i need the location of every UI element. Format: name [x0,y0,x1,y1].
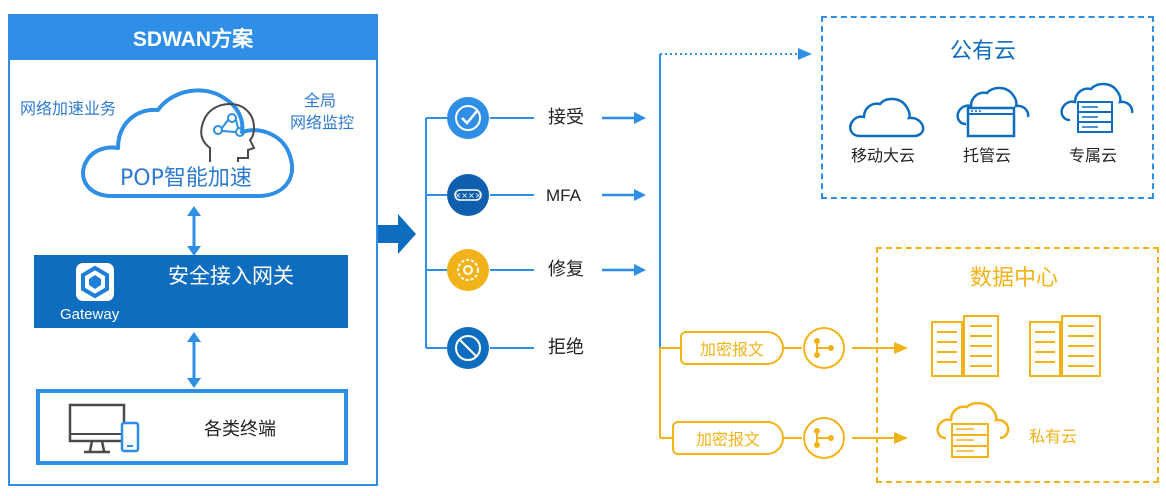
server-cloud-icon [1060,82,1134,133]
ai-head-icon [200,102,256,162]
password-dots-icon: ×××× [447,174,489,216]
encrypted-message-label: 加密报文 [695,430,760,449]
data-center-title: 数据中心 [970,266,1059,291]
global-monitor-label-line1: 全局 [304,91,337,110]
private-cloud-server-icon [936,402,1010,458]
security-gateway: Gateway 安全接入网关 [34,255,348,328]
check-circle-icon [447,97,489,139]
private-cloud-label: 私有云 [1029,427,1078,446]
double-arrow-icon [187,332,201,388]
terminals-box: 各类终端 [36,389,348,465]
pop-acceleration-label: POP智能加速 [120,166,252,191]
double-arrow-icon [187,206,201,256]
sdwan-panel: SDWAN方案 [8,14,378,486]
encrypted-message-pill: 加密报文 [672,421,784,455]
pop-cloud-icon [81,88,294,198]
server-rack-icon [931,315,999,377]
gateway-logo-icon [76,263,114,301]
share-nodes-icon [803,327,845,369]
monitor-phone-icon [68,403,140,454]
block-icon [447,327,489,369]
action-accept-label: 接受 [548,107,584,128]
public-cloud-item-label: 专属云 [1069,146,1118,165]
gear-repair-icon [447,249,489,291]
flow-arrow-icon [378,214,416,254]
terminals-label: 各类终端 [204,419,276,440]
action-reject-label: 拒绝 [548,337,584,358]
browser-cloud-icon [956,86,1030,138]
public-cloud-item-label: 移动大云 [851,146,916,165]
data-center-box [876,247,1159,483]
global-monitor-label-line2: 网络监控 [290,113,355,132]
public-cloud-title: 公有云 [950,39,1017,64]
sdwan-title: SDWAN方案 [10,16,376,60]
action-repair-label: 修复 [548,259,584,280]
svg-text:××××: ×××× [455,191,482,200]
public-cloud-box [821,16,1154,199]
encrypted-message-label: 加密报文 [699,340,764,359]
gateway-title: 安全接入网关 [168,264,294,288]
gateway-caption: Gateway [60,306,120,323]
cloud-icon [849,97,925,138]
public-cloud-item-label: 托管云 [963,146,1012,165]
server-rack-icon [1029,315,1101,377]
network-acceleration-label: 网络加速业务 [20,99,117,118]
encrypted-message-pill: 加密报文 [680,331,784,365]
action-mfa-label: MFA [546,186,581,205]
share-nodes-icon [803,417,845,459]
